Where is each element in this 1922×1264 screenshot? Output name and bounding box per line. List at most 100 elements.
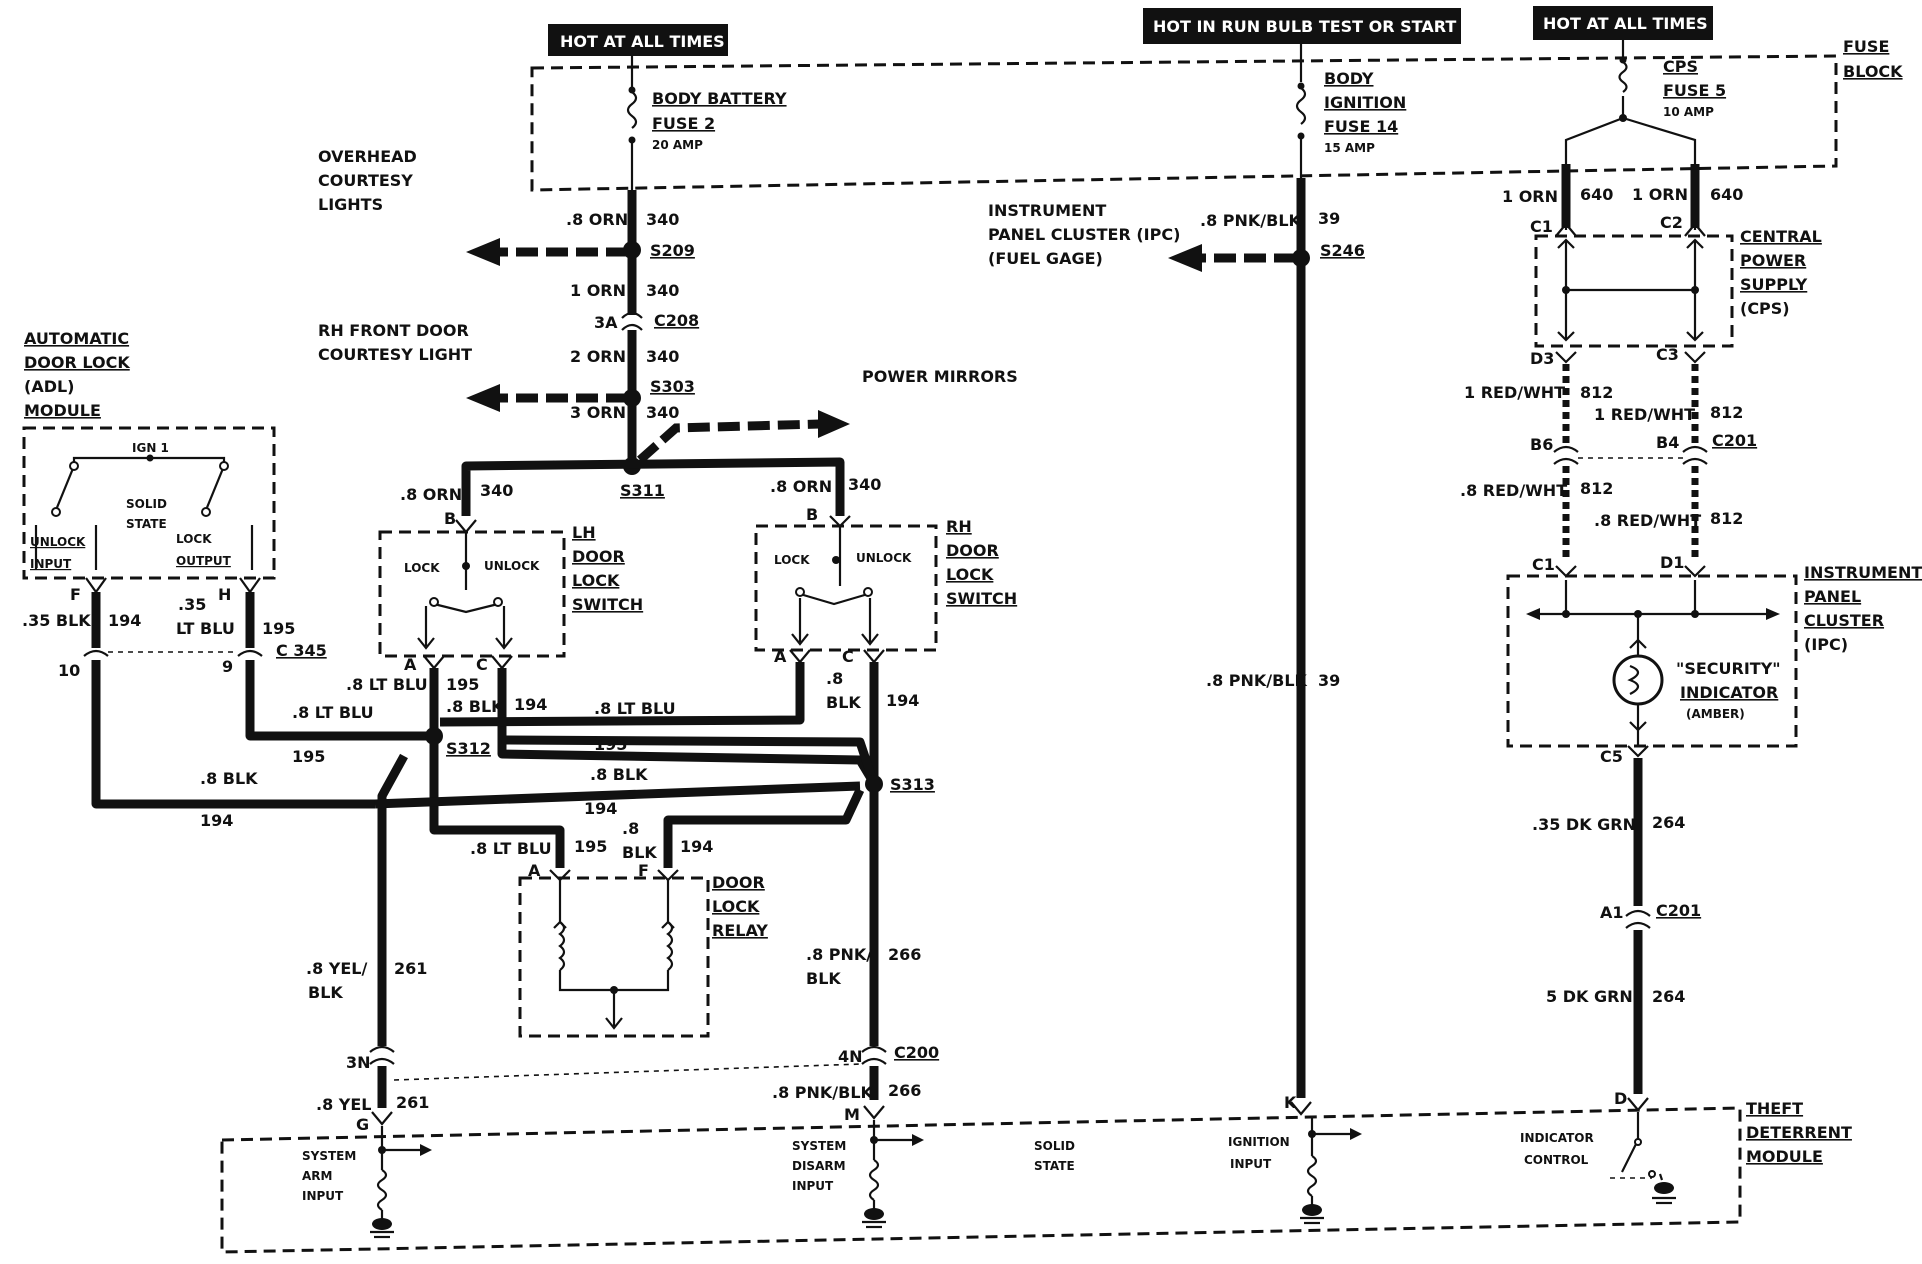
label-fuse-block-body-battery-0: BODY BATTERY	[652, 89, 787, 108]
label-cps-c812-d: 812	[1710, 509, 1743, 528]
lower-connectors	[369, 1045, 887, 1126]
lh-door-lock-switch: LOCK UNLOCK	[378, 519, 566, 658]
label-middle-wires-rh-blk-0: .8	[826, 669, 843, 688]
label-middle-wires-w-ltblu-c: .8 LT BLU	[594, 699, 676, 718]
label-ipc-module-c201: C201	[1656, 901, 1701, 920]
label-left-branch-s303: S303	[650, 377, 695, 396]
label-lower-left-w-yelblk-1: BLK	[308, 983, 343, 1002]
label-lower-left-c261b: 261	[396, 1093, 429, 1112]
power-mirrors-label: POWER MIRRORS	[862, 367, 1018, 386]
label-middle-wires-w-blk-b: .8 BLK	[200, 769, 258, 788]
label-ipc-module-security-0: "SECURITY"	[1676, 659, 1781, 678]
label-adl-module-pin-h: H	[218, 585, 231, 604]
label-rh-switch-w-8orn: .8 ORN	[770, 477, 832, 496]
label-theft-module-solid-1: STATE	[1034, 1159, 1075, 1173]
label-left-branch-c208: C208	[654, 311, 699, 330]
label-ipc-module-w-dkgrn2: 5 DK GRN	[1546, 987, 1633, 1006]
label-middle-wires-w-blk-c: .8 BLK	[590, 765, 648, 784]
middle-wiring	[374, 649, 885, 1046]
label-middle-wires-c195-c: 195	[594, 735, 627, 754]
label-middle-wires-s312: S312	[446, 739, 491, 758]
label-left-branch-c340c: 340	[646, 347, 679, 366]
label-relay-pin-a: A	[528, 861, 541, 880]
power-mirrors-arrow	[637, 410, 850, 464]
instrument-panel-cluster: "SECURITY" INDICATOR (AMBER)	[1506, 574, 1798, 748]
overhead-courtesy-label: OVERHEAD	[318, 147, 417, 166]
label-left-branch-c340a: 340	[646, 210, 679, 229]
label-ipc-branch-c39b: 39	[1318, 671, 1340, 690]
label-relay-w-blk-1: BLK	[622, 843, 657, 862]
label-middle-wires-w-ltblu-a: .8 LT BLU	[346, 675, 428, 694]
rh-front-door-arrow	[466, 384, 628, 412]
label-left-branch-s311: S311	[620, 481, 665, 500]
cps-outputs	[1553, 351, 1708, 578]
label-cps-c1: C1	[1530, 217, 1553, 236]
theft-module-title: THEFT	[1746, 1099, 1803, 1118]
label-fuse-block-body-battery-1: FUSE 2	[652, 114, 715, 133]
label-rh-switch-c340: 340	[848, 475, 881, 494]
label-ipc-module-c264b: 264	[1652, 987, 1685, 1006]
theft-deterrent-module	[220, 1106, 1742, 1254]
label-lower-left-pin-g: G	[356, 1115, 369, 1134]
header-hot-in-run: HOT IN RUN BULB TEST OR START	[1143, 8, 1461, 44]
left-feed-wire	[621, 190, 643, 475]
fuse-block: FUSE BLOCK	[530, 37, 1903, 192]
label-ipc-module-a1: A1	[1600, 903, 1624, 922]
label-middle-wires-w-blk-a: .8 BLK	[446, 697, 504, 716]
label-left-branch-w-3orn: 3 ORN	[570, 403, 626, 422]
label-theft-module-indicator-1: CONTROL	[1524, 1153, 1589, 1167]
label-left-branch-c3a: 3A	[594, 313, 618, 332]
label-theft-module-solid-0: SOLID	[1034, 1139, 1075, 1153]
label-cps-c201: C201	[1712, 431, 1757, 450]
label-ipc-branch-ipc-label-2: (FUEL GAGE)	[988, 249, 1103, 268]
label-middle-wires-w-ltblu-b: .8 LT BLU	[292, 703, 374, 722]
label-rh-switch-unlock: UNLOCK	[856, 551, 912, 565]
label-theft-module-indicator-0: INDICATOR	[1520, 1131, 1594, 1145]
label-middle-wires-rh-194: 194	[886, 691, 919, 710]
label-ipc-branch-ipc-label-1: PANEL CLUSTER (IPC)	[988, 225, 1180, 244]
label-left-branch-w-8orn: .8 ORN	[566, 210, 628, 229]
door-lock-relay	[518, 869, 710, 1038]
central-power-supply	[1534, 234, 1734, 348]
relay-title: DOOR	[712, 873, 765, 892]
label-lh-switch-title-2: LOCK	[572, 571, 620, 590]
label-cps-w-redwht-d: .8 RED/WHT	[1594, 511, 1701, 530]
label-cps-w-redwht-c: .8 RED/WHT	[1460, 481, 1567, 500]
label-lh-switch-w-8orn: .8 ORN	[400, 485, 462, 504]
label-cps-d1: D1	[1660, 553, 1684, 572]
label-lower-left-pin-4n: 4N	[838, 1047, 863, 1066]
label-lower-left-w-pnkblk-1: BLK	[806, 969, 841, 988]
label-theft-module-arm-0: SYSTEM	[302, 1149, 356, 1163]
label-left-branch-overhead-1: COURTESY	[318, 171, 413, 190]
label-left-branch-c340d: 340	[646, 403, 679, 422]
label-relay-title-2: RELAY	[712, 921, 768, 940]
label-cps-w-redwht-b: 1 RED/WHT	[1594, 405, 1695, 424]
label-rh-switch-title-3: SWITCH	[946, 589, 1017, 608]
label-rh-switch-pin-a: A	[774, 647, 787, 666]
adl-module-title: AUTOMATIC	[24, 329, 129, 348]
label-ipc-module-security-1: INDICATOR	[1680, 683, 1778, 702]
label-lower-left-w-pnkblk-0: .8 PNK/	[806, 945, 872, 964]
label-fuse-block-body-ignition-1: IGNITION	[1324, 93, 1406, 112]
label-theft-module-disarm-2: INPUT	[792, 1179, 834, 1193]
label-theft-module-disarm-0: SYSTEM	[792, 1139, 846, 1153]
label-cps-c2: C2	[1660, 213, 1683, 232]
label-cps-c812-b: 812	[1710, 403, 1743, 422]
label-relay-c195: 195	[574, 837, 607, 856]
label-adl-module-title-1: DOOR LOCK	[24, 353, 130, 372]
label-cps-title-2: SUPPLY	[1740, 275, 1808, 294]
label-adl-module-solid-1: STATE	[126, 517, 167, 531]
label-rh-switch-lock: LOCK	[774, 553, 810, 567]
label-relay-c194: 194	[680, 837, 713, 856]
fuse-block-label-2: BLOCK	[1843, 62, 1903, 81]
fuse-block-label: FUSE	[1843, 37, 1889, 56]
indicator-feed	[1625, 745, 1651, 1112]
label-cps-w-redwht-a: 1 RED/WHT	[1464, 383, 1565, 402]
label-cps-c640-a: 640	[1580, 185, 1613, 204]
label-lh-switch-unlock: UNLOCK	[484, 559, 540, 573]
overhead-arrow	[466, 238, 628, 266]
label-ipc-module-c264: 264	[1652, 813, 1685, 832]
label-middle-wires-rh-blk-1: BLK	[826, 693, 861, 712]
label-theft-module-disarm-1: DISARM	[792, 1159, 846, 1173]
label-cps-title-3: (CPS)	[1740, 299, 1790, 318]
